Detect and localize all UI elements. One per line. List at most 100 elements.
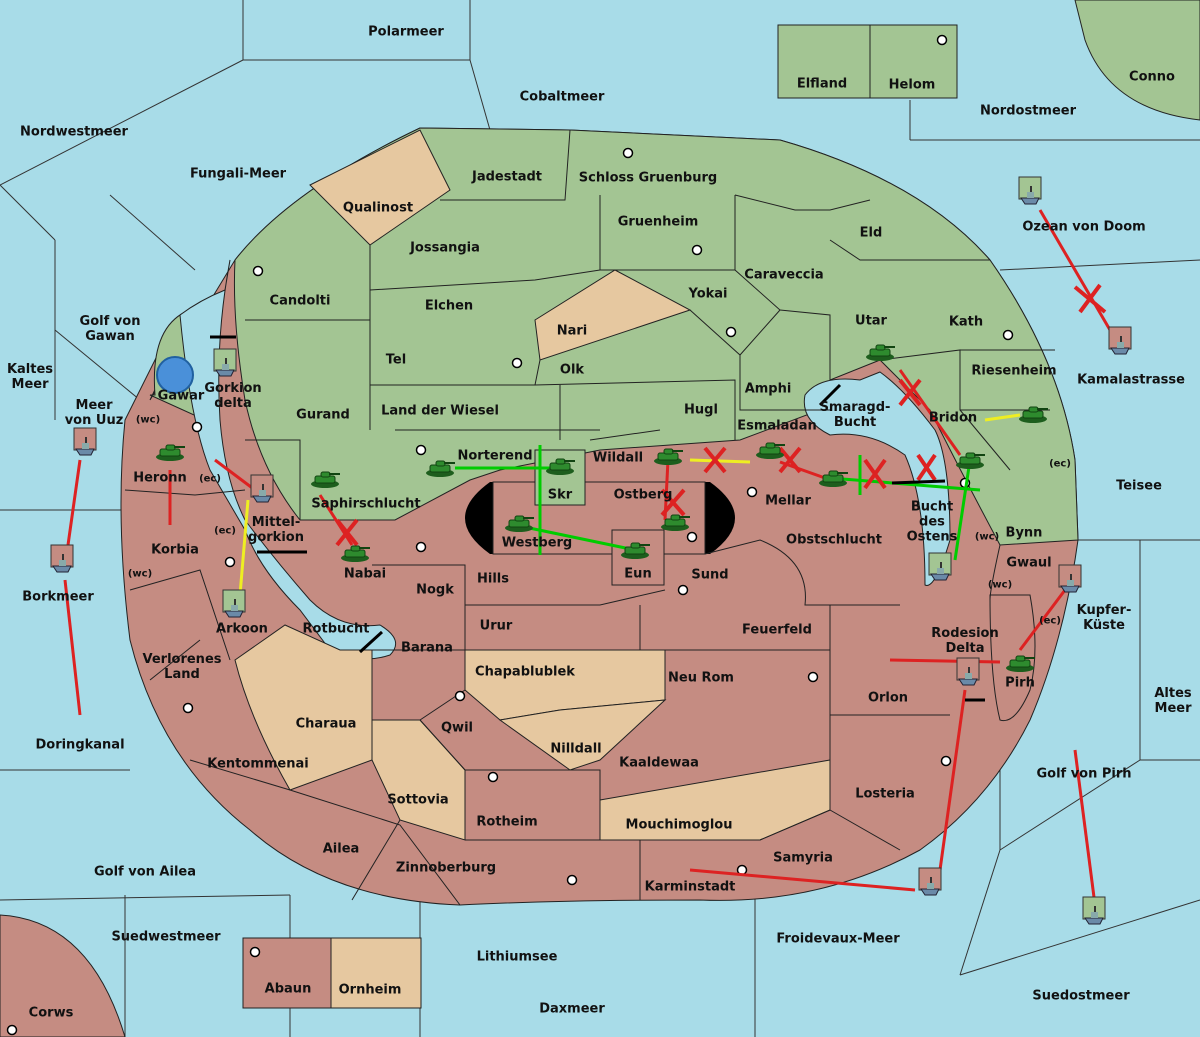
label-jossangia[interactable]: Jossangia (410, 240, 480, 256)
army-tank-icon[interactable] (339, 543, 371, 567)
label-gurand[interactable]: Gurand (296, 407, 350, 423)
label-verlorenes-land[interactable]: Verlorenes Land (142, 652, 222, 682)
fleet-ship-icon[interactable] (1058, 564, 1084, 600)
label-westberg[interactable]: Westberg (501, 535, 573, 551)
label-nordostmeer[interactable]: Nordostmeer (979, 103, 1077, 119)
fleet-ship-icon[interactable] (213, 348, 239, 384)
label-chapablublek[interactable]: Chapablublek (475, 664, 575, 680)
label-jadestadt[interactable]: Jadestadt (472, 169, 542, 185)
label-nordwestmeer[interactable]: Nordwestmeer (20, 124, 128, 140)
label-charaua[interactable]: Charaua (295, 716, 357, 732)
label-eld[interactable]: Eld (859, 225, 883, 241)
fleet-ship-icon[interactable] (250, 474, 276, 510)
label-obstschlucht[interactable]: Obstschlucht (786, 532, 882, 548)
label-suedostmeer[interactable]: Suedostmeer (1032, 988, 1130, 1004)
label-daxmeer[interactable]: Daxmeer (539, 1001, 605, 1017)
label-schloss-gruenburg[interactable]: Schloss Gruenburg (578, 170, 718, 186)
label-urur[interactable]: Urur (479, 618, 513, 634)
label-golf-von-gawan[interactable]: Golf von Gawan (79, 314, 141, 344)
label-nari[interactable]: Nari (556, 323, 588, 339)
label-fungali-meer[interactable]: Fungali-Meer (189, 166, 287, 182)
label-neu-rom[interactable]: Neu Rom (668, 670, 734, 686)
army-tank-icon[interactable] (544, 456, 576, 480)
army-tank-icon[interactable] (1004, 653, 1036, 677)
label-mellar[interactable]: Mellar (765, 493, 811, 509)
label-golf-von-ailea[interactable]: Golf von Ailea (94, 864, 196, 880)
label-hugl[interactable]: Hugl (684, 402, 718, 418)
label-candolti[interactable]: Candolti (269, 293, 331, 309)
label-zinnoberburg[interactable]: Zinnoberburg (395, 860, 497, 876)
label-barana[interactable]: Barana (401, 640, 453, 656)
label-feuerfeld[interactable]: Feuerfeld (742, 622, 812, 638)
label-elfland[interactable]: Elfland (796, 76, 848, 92)
label-kath[interactable]: Kath (948, 314, 984, 330)
label-hills[interactable]: Hills (477, 571, 509, 587)
label-golf-von-pirh[interactable]: Golf von Pirh (1036, 766, 1132, 782)
label-ozean-von-doom[interactable]: Ozean von Doom (1022, 219, 1146, 235)
label-qwil[interactable]: Qwil (441, 720, 473, 736)
label-mittelgorkion[interactable]: Mittel- gorkion (248, 515, 304, 545)
fleet-ship-icon[interactable] (956, 657, 982, 693)
label-bucht-des-ostens[interactable]: Bucht des Ostens (906, 499, 958, 545)
label-abaun[interactable]: Abaun (264, 981, 312, 997)
fleet-ship-icon[interactable] (918, 867, 944, 903)
army-tank-icon[interactable] (619, 540, 651, 564)
army-tank-icon[interactable] (652, 446, 684, 470)
label-heronn[interactable]: Heronn (133, 470, 187, 486)
label-tel[interactable]: Tel (385, 352, 407, 368)
label-kupfer-kueste[interactable]: Kupfer- Küste (1076, 603, 1132, 633)
label-karminstadt[interactable]: Karminstadt (644, 879, 736, 895)
label-gorkion-delta[interactable]: Gorkion delta (204, 381, 262, 411)
army-tank-icon[interactable] (309, 469, 341, 493)
label-mouchimoglou[interactable]: Mouchimoglou (625, 817, 733, 833)
label-sottovia[interactable]: Sottovia (387, 792, 449, 808)
label-gwaul[interactable]: Gwaul (1006, 555, 1052, 571)
label-losteria[interactable]: Losteria (855, 786, 915, 802)
fleet-ship-icon[interactable] (73, 427, 99, 463)
label-bridon[interactable]: Bridon (928, 410, 978, 426)
label-esmaladan[interactable]: Esmaladan (737, 418, 817, 434)
label-norterend[interactable]: Norterend (457, 448, 533, 464)
label-cobaltmeer[interactable]: Cobaltmeer (519, 89, 605, 105)
army-tank-icon[interactable] (864, 342, 896, 366)
label-ailea[interactable]: Ailea (322, 841, 360, 857)
label-ornheim[interactable]: Ornheim (338, 982, 402, 998)
label-polarmeer[interactable]: Polarmeer (368, 24, 444, 40)
label-nabai[interactable]: Nabai (343, 566, 387, 582)
label-korbia[interactable]: Korbia (151, 542, 199, 558)
label-meer-von-uuz[interactable]: Meer von Uuz (64, 398, 124, 428)
label-gruenheim[interactable]: Gruenheim (617, 214, 699, 230)
label-doringkanal[interactable]: Doringkanal (35, 737, 125, 753)
label-caraveccia[interactable]: Caraveccia (744, 267, 824, 283)
army-tank-icon[interactable] (424, 458, 456, 482)
label-sund[interactable]: Sund (691, 567, 729, 583)
label-corws[interactable]: Corws (28, 1005, 74, 1021)
label-kaltes-meer[interactable]: Kaltes Meer (6, 362, 54, 392)
label-utar[interactable]: Utar (855, 313, 887, 329)
label-bynn[interactable]: Bynn (1005, 525, 1043, 541)
fleet-ship-icon[interactable] (1082, 896, 1108, 932)
label-amphi[interactable]: Amphi (744, 381, 792, 397)
army-tank-icon[interactable] (154, 442, 186, 466)
label-rotheim[interactable]: Rotheim (476, 814, 538, 830)
army-tank-icon[interactable] (659, 512, 691, 536)
fleet-ship-icon[interactable] (1108, 326, 1134, 362)
label-riesenheim[interactable]: Riesenheim (971, 363, 1057, 379)
label-lithiumsee[interactable]: Lithiumsee (476, 949, 558, 965)
army-tank-icon[interactable] (954, 450, 986, 474)
army-tank-icon[interactable] (754, 440, 786, 464)
label-teisee[interactable]: Teisee (1116, 478, 1162, 494)
fleet-ship-icon[interactable] (222, 589, 248, 625)
label-froidevaux-meer[interactable]: Froidevaux-Meer (776, 931, 900, 947)
label-orlon[interactable]: Orlon (867, 690, 909, 706)
label-kamalastrasse[interactable]: Kamalastrasse (1077, 372, 1185, 388)
label-samyria[interactable]: Samyria (773, 850, 833, 866)
label-nilldall[interactable]: Nilldall (550, 741, 602, 757)
fleet-ship-icon[interactable] (928, 552, 954, 588)
army-tank-icon[interactable] (503, 513, 535, 537)
label-gawar[interactable]: Gawar (157, 388, 205, 404)
label-rotbucht[interactable]: Rotbucht (302, 621, 370, 637)
label-nogk[interactable]: Nogk (416, 582, 454, 598)
label-kaaldewaa[interactable]: Kaaldewaa (619, 755, 699, 771)
fleet-ship-icon[interactable] (1018, 176, 1044, 212)
